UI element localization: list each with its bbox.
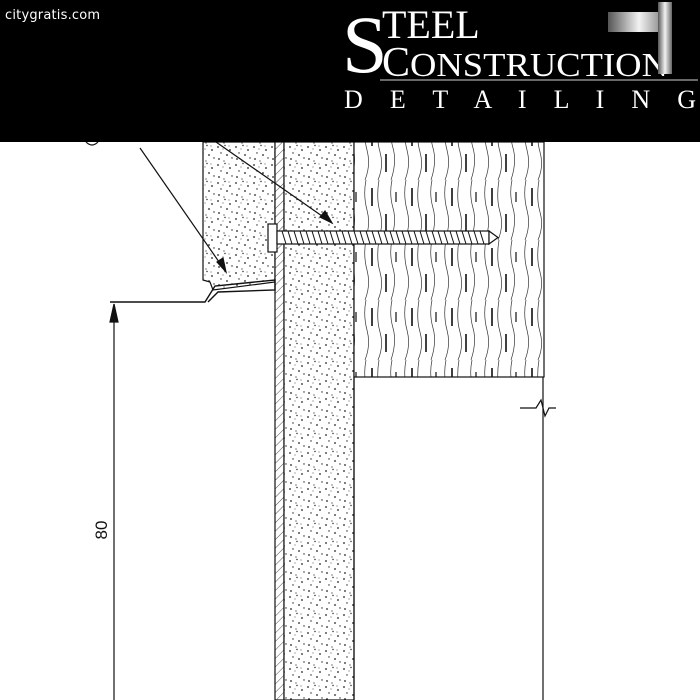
logo-detailing-text: D E T A I L I N G bbox=[344, 85, 696, 114]
site-watermark: citygratis.com bbox=[5, 8, 101, 23]
logo-steel-column bbox=[658, 2, 672, 74]
header-banner: citygratis.com S TEEL C ONSTRUCTION D E … bbox=[0, 0, 700, 142]
logo-steel-bar bbox=[608, 12, 670, 32]
height-dimension bbox=[109, 303, 119, 700]
flashing-profile bbox=[110, 279, 276, 303]
upper-plaster-block bbox=[202, 142, 276, 291]
timber-beam bbox=[353, 142, 545, 378]
break-line bbox=[520, 398, 556, 418]
dimension-label: 80 bbox=[92, 520, 111, 540]
logo-steel-text: TEEL bbox=[382, 2, 480, 47]
leader-lines bbox=[85, 142, 334, 275]
screw-fastener bbox=[267, 223, 500, 253]
insulation-layer bbox=[283, 142, 355, 700]
steel-construction-detailing-logo: S TEEL C ONSTRUCTION D E T A I L I N G bbox=[342, 0, 698, 114]
logo-construction-text: ONSTRUCTION bbox=[410, 47, 668, 84]
construction-detail-drawing bbox=[85, 142, 556, 700]
logo-c-initial: C bbox=[382, 40, 410, 86]
logo-s-initial: S bbox=[342, 0, 388, 90]
